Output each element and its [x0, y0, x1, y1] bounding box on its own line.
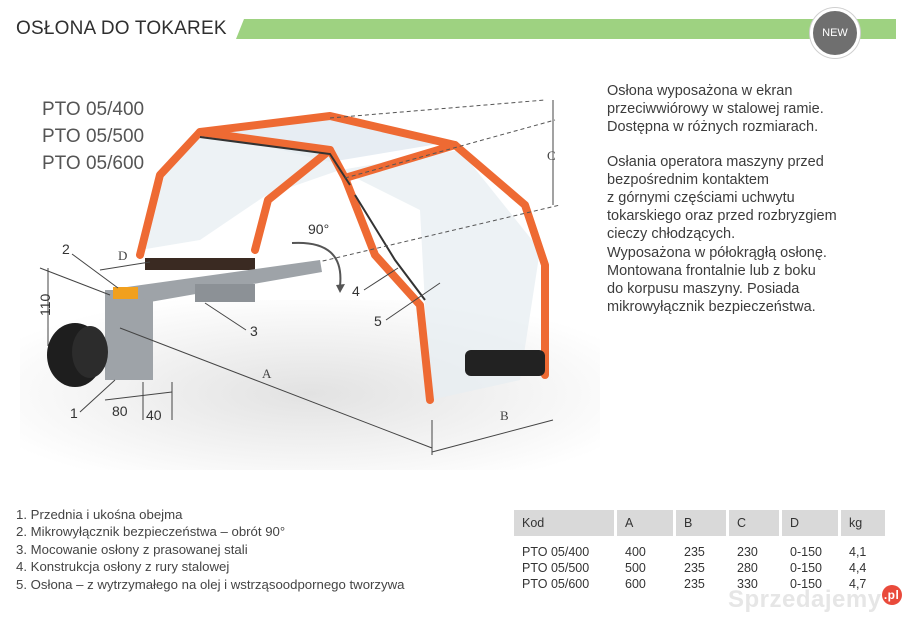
column-header: Kod: [514, 510, 617, 536]
callout-1: 1: [70, 405, 78, 421]
table-cell: 330: [729, 576, 782, 592]
table-cell: 500: [617, 560, 676, 576]
table-cell: 600: [617, 576, 676, 592]
table-cell: 4,4: [841, 560, 888, 576]
column-header: B: [676, 510, 729, 536]
dim-d: D: [118, 248, 127, 263]
model-name: PTO 05/400: [42, 99, 145, 120]
new-badge: NEW: [810, 8, 860, 58]
header-bar-notch: [236, 19, 244, 39]
feature-item: 1. Przednia i ukośna obejma: [16, 507, 183, 522]
table-cell: 235: [676, 560, 729, 576]
page-title: OSŁONA DO TOKAREK: [16, 18, 227, 39]
table-cell: 0-150: [782, 576, 841, 592]
description-paragraph-1: Osłona wyposażona w ekran przeciwwiórowy…: [607, 83, 824, 136]
product-description: Osłona wyposażona w ekran przeciwwiórowy…: [607, 82, 907, 316]
table-cell: PTO 05/600: [514, 576, 617, 592]
description-paragraph-2: Osłania operatora maszyny przed bezpośre…: [607, 153, 837, 316]
table-cell: 230: [729, 544, 782, 560]
model-name: PTO 05/500: [42, 126, 145, 147]
handle-right: [465, 350, 545, 376]
callout-5: 5: [374, 313, 382, 329]
header-accent-bar: [236, 19, 896, 39]
table-cell: 235: [676, 544, 729, 560]
table-row: PTO 05/400 400 235 230 0-150 4,1: [514, 544, 888, 560]
table-cell: PTO 05/500: [514, 560, 617, 576]
mount-arm: [120, 260, 322, 302]
feature-item: 5. Osłona – z wytrzymałego na olej i wst…: [16, 576, 405, 592]
product-illustration: 90° 2 1 3 4 5 D A B C 110 80 40: [20, 99, 600, 470]
table-cell: 4,7: [841, 576, 888, 592]
watermark-suffix: .pl: [881, 585, 902, 605]
callout-3: 3: [250, 323, 258, 339]
spec-table: Kod A B C D kg PTO 05/400 400 235 230 0-…: [514, 510, 888, 592]
dim-b: B: [500, 408, 509, 423]
microswitch: [113, 287, 138, 299]
table-cell: PTO 05/400: [514, 544, 617, 560]
table-row: PTO 05/600 600 235 330 0-150 4,7: [514, 576, 888, 592]
shield-left-panel: [140, 130, 340, 250]
feature-item: 3. Mocowanie osłony z prasowanej stali: [16, 541, 248, 557]
table-cell: 280: [729, 560, 782, 576]
table-cell: 400: [617, 544, 676, 560]
table-cell: 0-150: [782, 544, 841, 560]
feature-item: 4. Konstrukcja osłony z rury stalowej: [16, 559, 230, 575]
callout-4: 4: [352, 283, 360, 299]
feature-list: 1. Przednia i ukośna obejma 2. Mikrowyłą…: [16, 506, 404, 593]
slide-bar: [195, 284, 255, 302]
table-cell: 4,1: [841, 544, 888, 560]
dim-c: C: [547, 148, 556, 163]
column-header: A: [617, 510, 676, 536]
shield-right-panel: [340, 150, 540, 400]
table-cell: 235: [676, 576, 729, 592]
column-header: kg: [841, 510, 888, 536]
column-header: C: [729, 510, 782, 536]
rotation-label: 90°: [308, 221, 329, 237]
watermark: Sprzedajemy.pl: [728, 585, 902, 614]
dim-80: 80: [112, 403, 128, 419]
handle-left: [145, 258, 255, 270]
dim-a: A: [262, 366, 272, 381]
table-row: PTO 05/500 500 235 280 0-150 4,4: [514, 560, 888, 576]
callout-2: 2: [62, 241, 70, 257]
column-header: D: [782, 510, 841, 536]
table-header-row: Kod A B C D kg: [514, 510, 888, 536]
dim-40: 40: [146, 407, 162, 423]
dim-110: 110: [37, 293, 53, 316]
mount-plate: [105, 290, 153, 380]
model-name: PTO 05/600: [42, 153, 145, 174]
table-cell: 0-150: [782, 560, 841, 576]
feature-item: 2. Mikrowyłącznik bezpieczeństwa – obrót…: [16, 524, 286, 540]
model-list: PTO 05/400 PTO 05/500 PTO 05/600: [42, 96, 144, 177]
